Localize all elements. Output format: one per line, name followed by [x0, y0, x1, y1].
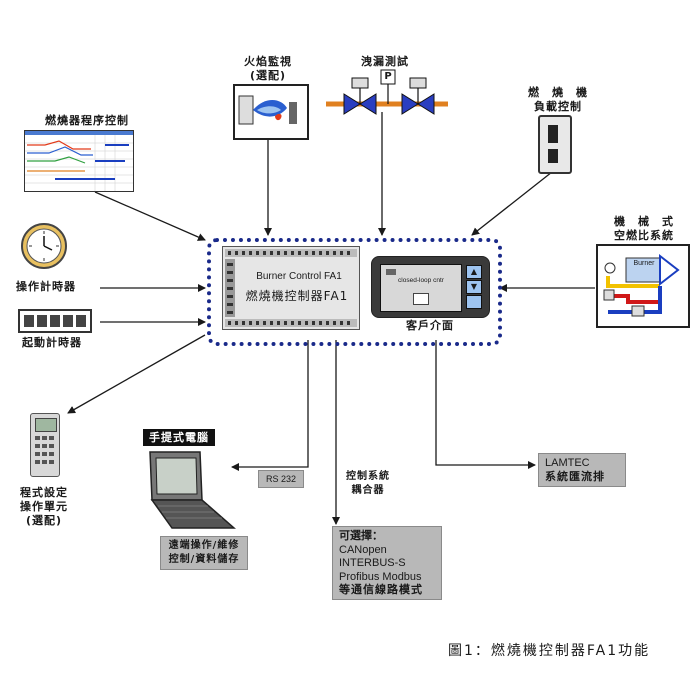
fa1-controller: Burner Control FA1 燃燒機控制器FA1 — [222, 246, 360, 330]
mechanical-system-icon: Burner — [596, 244, 690, 328]
screen-status-icon — [386, 269, 396, 275]
coupler-subtitle: 耦合器 — [351, 485, 385, 496]
closed-loop-label: closed-loop cntr — [398, 277, 444, 284]
option-other: 等通信線路模式 — [339, 584, 423, 596]
prog-unit-optional: (選配) — [25, 514, 63, 527]
load-controller-indicator — [548, 149, 558, 163]
handheld-keypad — [35, 436, 54, 464]
flame-monitor-label: 火焰監視 (選配) — [238, 55, 298, 83]
handheld-screen — [35, 418, 57, 432]
handheld-icon — [30, 413, 60, 477]
rs232-label: RS 232 — [265, 474, 297, 484]
options-heading: 可選擇： — [339, 530, 383, 542]
load-controller-slot — [548, 125, 558, 143]
start-counter-label: 起動計時器 — [22, 336, 82, 349]
fa1-title-en: Burner Control FA1 — [256, 271, 342, 282]
remote-line-2: 控制/資料儲存 — [168, 554, 240, 565]
burner-tag: Burner — [633, 260, 655, 267]
remote-line-1: 遠端操作/維修 — [168, 540, 240, 551]
mech-ratio-title: 機 械 式 — [614, 215, 674, 228]
customer-interface-label: 客戶介面 — [406, 319, 454, 332]
fa1-title-zh: 燃燒機控制器FA1 — [245, 289, 349, 303]
up-arrow-icon: ▲ — [466, 265, 482, 279]
options-text: 可選擇： CANopen INTERBUS-S Profibus Modbus … — [339, 530, 423, 598]
load-controller-icon — [538, 115, 572, 174]
burner-load-title: 燃 燒 機 — [528, 86, 588, 99]
flame-monitor-optional: (選配) — [249, 69, 287, 82]
program-control-label: 燃燒器程序控制 — [45, 114, 129, 127]
pressure-symbol: P — [384, 71, 392, 82]
function-key-icon — [466, 295, 482, 309]
closed-loop-screen: closed-loop cntr — [380, 264, 462, 312]
prog-unit-label: 程式設定 操作單元 (選配) — [10, 486, 78, 528]
leak-test-label: 洩漏測試 — [361, 55, 409, 68]
screen-gear-icon — [413, 293, 429, 305]
lamtec-box: LAMTEC 系統匯流排 — [538, 453, 626, 487]
figure-caption: 圖1：燃燒機控制器FA1功能 — [448, 643, 651, 659]
down-arrow-icon: ▼ — [466, 280, 482, 294]
option-interbus: INTERBUS-S — [339, 557, 406, 569]
laptop-title: 手提式電腦 — [149, 431, 209, 444]
mechanical-system-drawing — [603, 253, 680, 317]
flame-monitor-title: 火焰監視 — [244, 55, 292, 68]
chart-icon — [24, 130, 134, 192]
coupler-title: 控制系統 — [346, 471, 390, 482]
terminal-strip-icon — [225, 249, 357, 327]
flame-icon — [233, 84, 309, 140]
remote-text: 遠端操作/維修 控制/資料儲存 — [161, 539, 247, 567]
prog-unit-subtitle: 操作單元 — [20, 500, 68, 513]
rs232-box: RS 232 — [258, 470, 304, 488]
option-profibus-modbus: Profibus Modbus — [339, 570, 422, 583]
lamtec-title: LAMTEC — [545, 457, 590, 469]
options-box: 可選擇： CANopen INTERBUS-S Profibus Modbus … — [332, 526, 442, 600]
op-timer-label: 操作計時器 — [16, 280, 76, 293]
prog-unit-title: 程式設定 — [20, 486, 68, 499]
lamtec-subtitle: 系統匯流排 — [545, 470, 605, 483]
coupler-label: 控制系統 耦合器 — [338, 470, 398, 498]
program-chart-drawing — [25, 131, 133, 191]
remote-box: 遠端操作/維修 控制/資料儲存 — [160, 536, 248, 570]
closed-loop-panel: closed-loop cntr ▲ ▼ — [371, 256, 490, 318]
lamtec-text: LAMTEC 系統匯流排 — [545, 456, 605, 484]
option-canopen: CANopen — [339, 543, 387, 556]
fa1-dotted-frame — [207, 238, 502, 346]
counter-icon — [18, 309, 92, 333]
mech-ratio-subtitle: 空燃比系統 — [614, 229, 674, 242]
burner-load-subtitle: 負載控制 — [534, 100, 582, 113]
mech-ratio-label: 機 械 式 空燃比系統 — [601, 215, 687, 243]
flame-drawing — [238, 95, 297, 125]
burner-load-label: 燃 燒 機 負載控制 — [523, 86, 593, 114]
laptop-title-box: 手提式電腦 — [143, 429, 215, 446]
counter-digits — [24, 315, 86, 327]
